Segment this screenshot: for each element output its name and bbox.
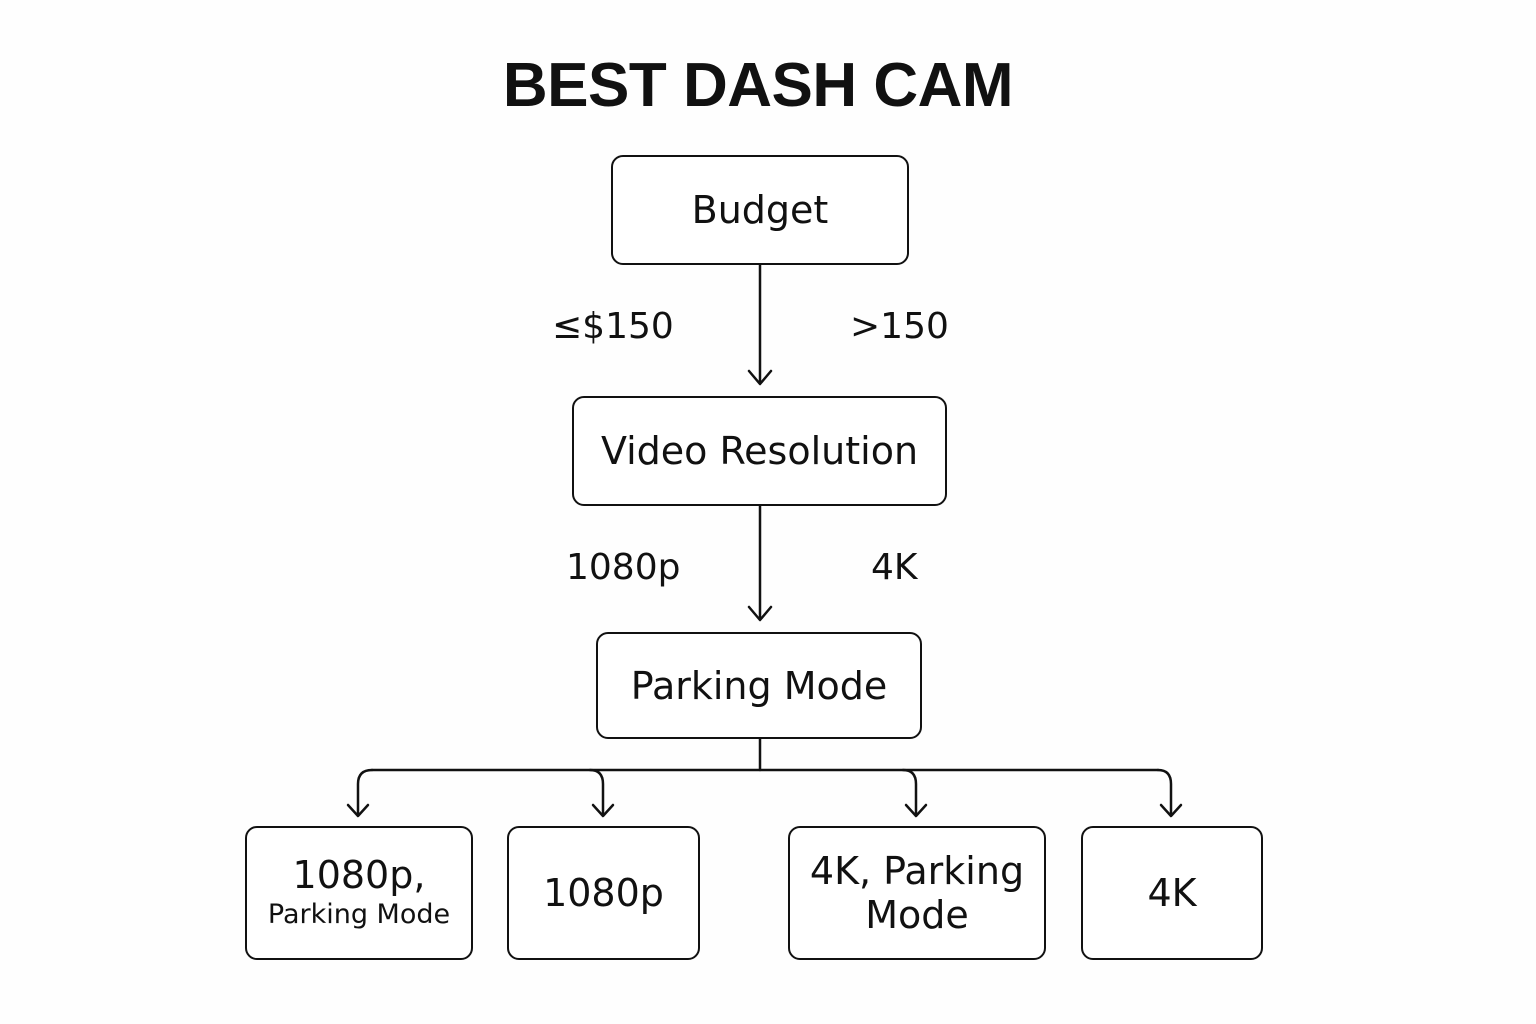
branch-leaf-1 <box>356 768 374 817</box>
leaf-1-line2: Parking Mode <box>267 899 451 930</box>
branch-leaf-2 <box>588 768 605 817</box>
arrowhead-resolution-to-parking <box>747 605 773 622</box>
leaf-4k-parking-mode: 4K, Parking Mode <box>788 826 1046 960</box>
edge-label-1080p: 1080p <box>566 547 681 588</box>
branch-leaf-4 <box>1156 768 1173 817</box>
node-parking-mode-label: Parking Mode <box>630 663 888 708</box>
edge-label-4k: 4K <box>871 547 918 588</box>
arrowhead-budget-to-resolution <box>747 369 773 386</box>
node-video-resolution: Video Resolution <box>572 396 947 506</box>
leaf-1080p-parking-mode: 1080p, Parking Mode <box>245 826 473 960</box>
edge-label-budget-high: >150 <box>850 306 949 347</box>
node-video-resolution-label: Video Resolution <box>600 429 919 473</box>
node-budget-label: Budget <box>691 188 829 232</box>
leaf-1080p: 1080p <box>507 826 700 960</box>
node-parking-mode: Parking Mode <box>596 632 922 739</box>
leaf-2-line1: 1080p <box>543 871 664 915</box>
leaf-1-line1: 1080p, <box>292 853 426 897</box>
node-budget: Budget <box>611 155 909 265</box>
edge-label-budget-low: ≤$150 <box>552 306 674 347</box>
diagram-title: BEST DASH CAM <box>502 51 1014 120</box>
leaf-4-line1: 4K <box>1147 871 1197 915</box>
leaf-3-line2: Mode <box>865 893 969 937</box>
leaf-3-line1: 4K, Parking <box>809 849 1025 893</box>
branch-leaf-3 <box>901 768 918 817</box>
leaf-4k: 4K <box>1081 826 1263 960</box>
